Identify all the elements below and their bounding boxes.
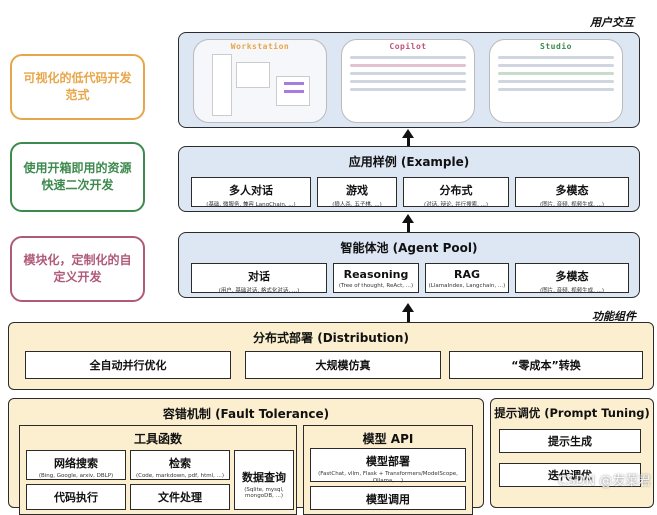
model-api-panel: 模型 API 模型部署 (FastChat, vllm, Flask + Tra… xyxy=(303,425,473,515)
agent-pool-title: 智能体池 (Agent Pool) xyxy=(340,241,478,255)
example-card-distributed-sub: (对话, 辩论, 并行搜索, ...) xyxy=(423,202,489,208)
up-arrow-2 xyxy=(402,214,414,234)
pill-custom-dev: 模块化，定制化的自定义开发 xyxy=(10,236,145,302)
user-interaction-label: 用户交互 xyxy=(590,16,634,29)
tool-data-query-sub: (Sqlite, mysql, mongoDB, ...) xyxy=(244,487,284,499)
model-api-title: 模型 API xyxy=(362,432,414,446)
pill-low-code-text: 可视化的低代码开发范式 xyxy=(23,71,132,102)
up-arrow-3 xyxy=(402,303,414,323)
ui-layer: Workstation Copilot Studio xyxy=(178,32,640,128)
fault-tolerance-title: 容错机制 (Fault Tolerance) xyxy=(162,407,330,421)
tool-file-process: 文件处理 xyxy=(130,484,230,510)
tools-title: 工具函数 xyxy=(133,432,182,446)
prompt-tuning-layer: 提示调优 (Prompt Tuning) 提示生成 迭代调优 xyxy=(490,398,654,508)
pill-out-of-box-text: 使用开箱即用的资源快速二次开发 xyxy=(23,161,132,192)
agent-card-dialog: 对话 (用户, 基础对话, 格式化对话, ...) xyxy=(191,263,327,294)
watermark: CSDN @发菜君 xyxy=(558,474,652,489)
pill-out-of-box: 使用开箱即用的资源快速二次开发 xyxy=(10,142,145,212)
workstation-shot: Workstation xyxy=(193,39,327,123)
example-card-distributed-title: 分布式 xyxy=(439,184,473,197)
model-deploy-title: 模型部署 xyxy=(366,455,410,468)
tool-file-process-title: 文件处理 xyxy=(158,491,202,504)
agent-card-multimodal-sub: (图片, 音频, 视频生成, ...) xyxy=(539,288,605,294)
fault-tolerance-layer: 容错机制 (Fault Tolerance) 工具函数 网络搜索 (Bing, … xyxy=(8,398,484,515)
example-card-multimodal-title: 多模态 xyxy=(555,184,589,197)
tool-web-search-title: 网络搜索 xyxy=(54,457,98,470)
example-card-game-sub: (狼人杀, 五子棋, ...) xyxy=(332,202,382,208)
example-card-multimodal: 多模态 (图片, 音频, 视频生成, ...) xyxy=(515,177,629,208)
agent-card-reasoning-title: Reasoning xyxy=(343,268,409,281)
distribution-item-simulation: 大规模仿真 xyxy=(245,351,441,379)
distribution-layer: 分布式部署 (Distribution) 全自动并行优化 大规模仿真 “零成本”… xyxy=(8,322,654,390)
agent-card-multimodal-title: 多模态 xyxy=(555,270,589,283)
model-deploy-sub: (FastChat, vllm, Flask + Transformers/Mo… xyxy=(318,471,458,484)
model-deploy-card: 模型部署 (FastChat, vllm, Flask + Transforme… xyxy=(310,448,466,484)
tool-retrieval: 检索 (Code, markdown, pdf, html, ...) xyxy=(130,450,230,480)
example-card-multi-dialog-title: 多人对话 xyxy=(229,184,273,197)
pill-low-code: 可视化的低代码开发范式 xyxy=(10,54,145,120)
tool-web-search-sub: (Bing, Google, arxiv, DBLP) xyxy=(38,473,114,479)
up-arrow-1 xyxy=(402,129,414,149)
prompt-tuning-title: 提示调优 (Prompt Tuning) xyxy=(494,406,650,420)
example-card-game-title: 游戏 xyxy=(346,184,368,197)
distribution-title: 分布式部署 (Distribution) xyxy=(253,331,409,345)
workstation-title: Workstation xyxy=(230,42,290,51)
model-invoke-card: 模型调用 xyxy=(310,486,466,510)
studio-title: Studio xyxy=(540,42,572,51)
copilot-shot: Copilot xyxy=(341,39,475,123)
agent-card-rag-sub: (LlamaIndex, Langchain, ...) xyxy=(428,283,506,289)
function-components-label: 功能组件 xyxy=(592,310,636,323)
example-card-multi-dialog: 多人对话 (基础, 微服务, 兼容 LangChain, ...) xyxy=(191,177,311,208)
distribution-item-parallel: 全自动并行优化 xyxy=(25,351,231,379)
agent-card-dialog-sub: (用户, 基础对话, 格式化对话, ...) xyxy=(218,288,300,294)
example-card-multi-dialog-sub: (基础, 微服务, 兼容 LangChain, ...) xyxy=(206,202,296,208)
agent-card-dialog-title: 对话 xyxy=(248,270,270,283)
pill-custom-dev-text: 模块化，定制化的自定义开发 xyxy=(23,253,132,284)
tools-panel: 工具函数 网络搜索 (Bing, Google, arxiv, DBLP) 检索… xyxy=(19,425,297,515)
tool-code-exec-title: 代码执行 xyxy=(54,491,98,504)
agent-card-rag: RAG (LlamaIndex, Langchain, ...) xyxy=(425,263,509,293)
tool-data-query: 数据查询 (Sqlite, mysql, mongoDB, ...) xyxy=(234,450,294,510)
agent-pool-layer: 智能体池 (Agent Pool) 对话 (用户, 基础对话, 格式化对话, .… xyxy=(178,232,640,298)
prompt-generation-box: 提示生成 xyxy=(499,429,641,453)
tool-retrieval-title: 检索 xyxy=(169,457,191,470)
agent-card-reasoning: Reasoning (Tree of thought, ReAct, ...) xyxy=(333,263,419,293)
distribution-item-zero-cost: “零成本”转换 xyxy=(449,351,643,379)
example-layer-title: 应用样例 (Example) xyxy=(348,155,470,169)
example-card-multimodal-sub: (图片, 音频, 视频生成, ...) xyxy=(539,202,605,208)
tool-data-query-title: 数据查询 xyxy=(242,471,286,484)
copilot-title: Copilot xyxy=(389,42,427,51)
agent-card-reasoning-sub: (Tree of thought, ReAct, ...) xyxy=(338,283,414,289)
agent-card-rag-title: RAG xyxy=(453,268,480,281)
iterative-tuning-box: 迭代调优 xyxy=(499,463,641,487)
model-invoke-title: 模型调用 xyxy=(366,493,410,506)
agent-card-multimodal: 多模态 (图片, 音频, 视频生成, ...) xyxy=(515,263,629,294)
studio-shot: Studio xyxy=(489,39,623,123)
tool-retrieval-sub: (Code, markdown, pdf, html, ...) xyxy=(135,473,225,479)
tool-web-search: 网络搜索 (Bing, Google, arxiv, DBLP) xyxy=(26,450,126,480)
tool-code-exec: 代码执行 xyxy=(26,484,126,510)
example-layer: 应用样例 (Example) 多人对话 (基础, 微服务, 兼容 LangCha… xyxy=(178,146,640,212)
example-card-distributed: 分布式 (对话, 辩论, 并行搜索, ...) xyxy=(403,177,509,208)
example-card-game: 游戏 (狼人杀, 五子棋, ...) xyxy=(317,177,397,208)
